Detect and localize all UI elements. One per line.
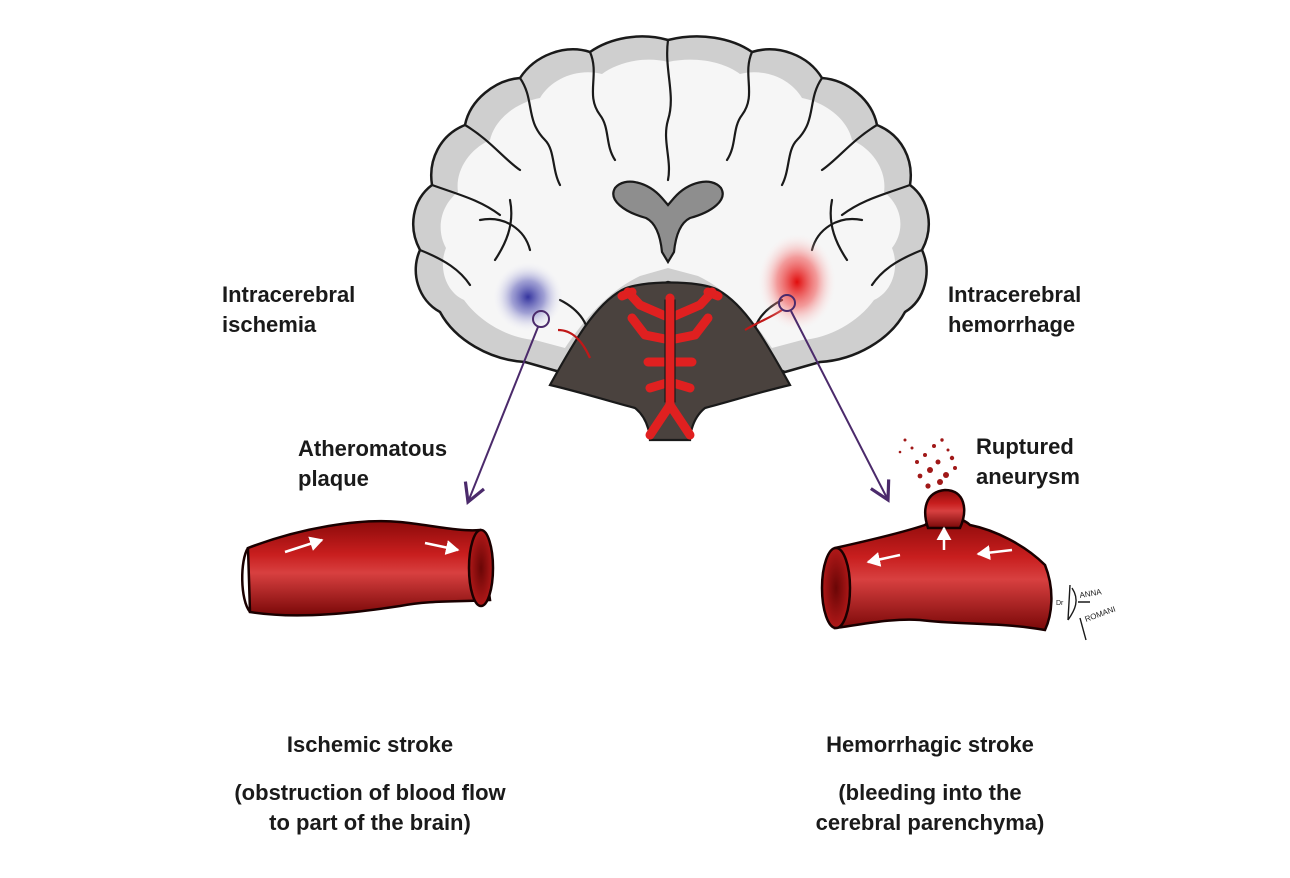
caption-ischemic-stroke: Ischemic stroke (obstruction of blood fl… xyxy=(210,730,530,838)
ischemia-spot xyxy=(492,261,564,333)
lateral-ventricles xyxy=(612,180,724,265)
label-ruptured-aneurysm: Ruptured aneurysm xyxy=(976,432,1080,492)
caption-hemorrhagic-stroke: Hemorrhagic stroke (bleeding into the ce… xyxy=(780,730,1080,838)
brain-sulci xyxy=(418,38,924,347)
callout-arrow-right xyxy=(790,310,891,503)
label-intracerebral-hemorrhage: Intracerebral hemorrhage xyxy=(948,280,1081,340)
label-plaque-line2: plaque xyxy=(298,466,369,491)
penetrating-artery-left xyxy=(557,328,592,359)
label-aneurysm-line2: aneurysm xyxy=(976,464,1080,489)
ischemic-vessel xyxy=(240,519,495,617)
ischemia-focus-circle xyxy=(532,310,550,328)
svg-text:ROMANI: ROMANI xyxy=(1084,604,1117,623)
brain-coronal-section xyxy=(412,35,930,442)
label-aneurysm-line1: Ruptured xyxy=(976,434,1074,459)
svg-text:ANNA: ANNA xyxy=(1079,587,1103,600)
hemorrhage-focus-circle xyxy=(778,294,796,312)
caption-ischemic-title: Ischemic stroke xyxy=(286,732,454,757)
aneurysm-sac xyxy=(924,488,966,530)
label-ischemia-line2: ischemia xyxy=(222,312,317,337)
artist-signature: Dr ANNA ROMANI xyxy=(1056,584,1117,641)
hemorrhagic-vessel xyxy=(820,438,1053,632)
label-hemorrhage-line2: hemorrhage xyxy=(948,312,1076,337)
cerebral-arteries xyxy=(617,287,723,440)
label-intracerebral-ischemia: Intracerebral ischemia xyxy=(222,280,355,340)
label-plaque-line1: Atheromatous xyxy=(298,436,448,461)
label-atheromatous-plaque: Atheromatous plaque xyxy=(298,434,447,494)
blood-spray xyxy=(898,438,957,489)
caption-hemorrhagic-desc-line1: (bleeding into the xyxy=(838,780,1022,805)
hemorrhage-spot xyxy=(757,232,837,332)
caption-hemorrhagic-title: Hemorrhagic stroke xyxy=(826,732,1034,757)
caption-hemorrhagic-desc-line2: cerebral parenchyma) xyxy=(815,810,1045,835)
label-ischemia-line1: Intracerebral xyxy=(222,282,356,307)
caption-ischemic-desc-line2: to part of the brain) xyxy=(269,810,471,835)
label-hemorrhage-line1: Intracerebral xyxy=(948,282,1082,307)
caption-ischemic-desc-line1: (obstruction of blood flow xyxy=(234,780,506,805)
svg-text:Dr: Dr xyxy=(1056,600,1064,607)
callout-arrow-left xyxy=(463,326,539,506)
